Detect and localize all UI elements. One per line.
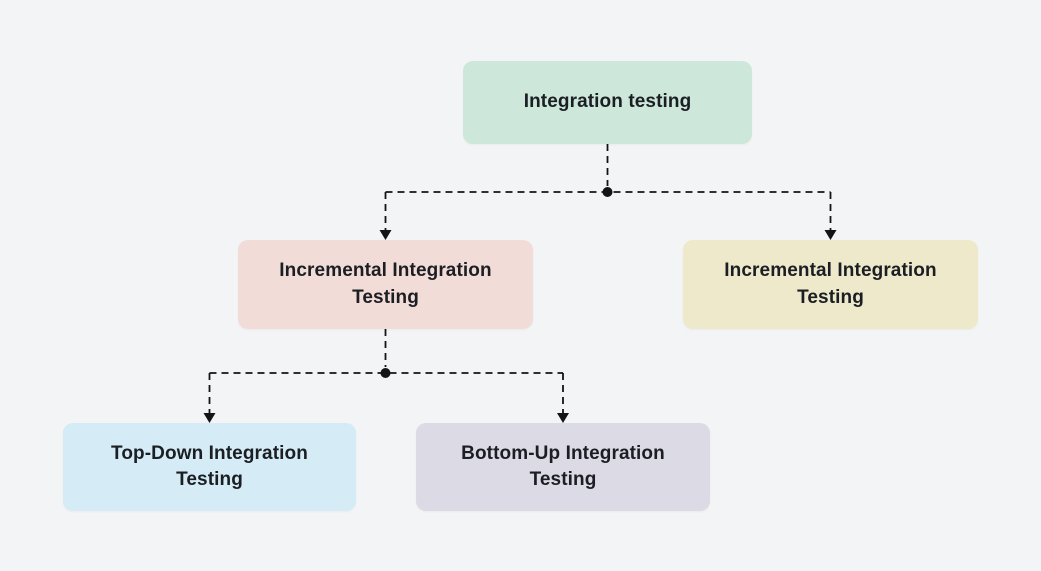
arrowhead-incremental-left: [379, 230, 392, 240]
node-integration-testing-label: Integration testing: [523, 91, 692, 113]
arrowhead-top-down: [203, 413, 216, 423]
node-bottom-up-integration-label: Bottom-Up Integration Testing: [461, 442, 665, 490]
node-incremental-integration-right: Incremental Integration Testing: [683, 240, 978, 329]
node-top-down-integration: Top-Down Integration Testing: [63, 423, 356, 511]
node-bottom-up-integration: Bottom-Up Integration Testing: [416, 423, 710, 511]
arrowhead-incremental-right: [824, 230, 837, 240]
node-top-down-integration-label: Top-Down Integration Testing: [111, 442, 308, 490]
arrowhead-bottom-up: [557, 413, 569, 423]
node-incremental-integration-left: Incremental Integration Testing: [238, 240, 533, 329]
node-incremental-integration-right-label: Incremental Integration Testing: [724, 260, 937, 308]
junction-dot-level3: [380, 368, 391, 378]
node-incremental-integration-left-label: Incremental Integration Testing: [279, 260, 492, 308]
node-integration-testing: Integration testing: [463, 61, 752, 144]
junction-dot-level2: [602, 187, 613, 197]
